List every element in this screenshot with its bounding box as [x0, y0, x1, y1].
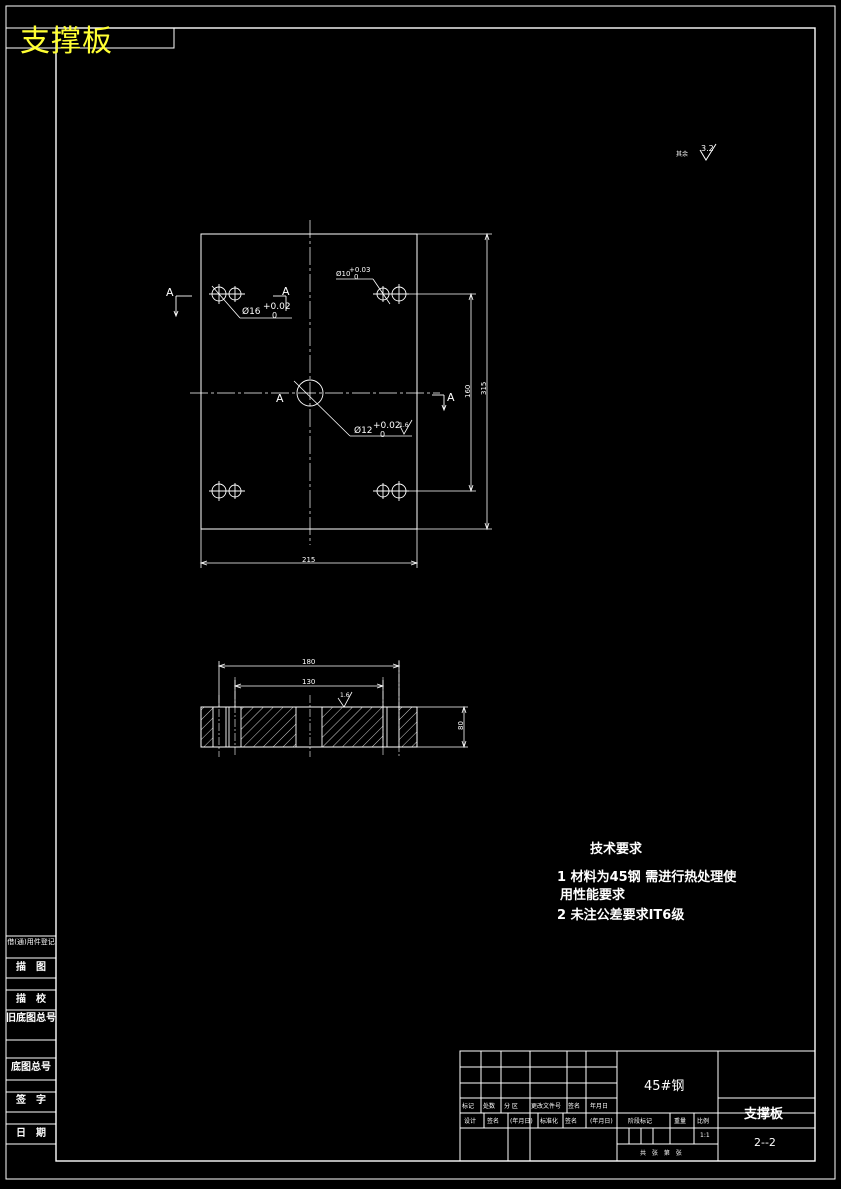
dim-d12: Ø12 [354, 425, 373, 436]
dim-line-315 [417, 232, 492, 531]
section-marker-right [432, 394, 447, 412]
section-marker-mid [273, 295, 287, 311]
hole-top-right [373, 284, 409, 304]
dim-180: 180 [302, 658, 315, 666]
material-label: 45#钢 [644, 1079, 685, 1094]
section-label-1: A [166, 286, 174, 299]
dim-d10: Ø10 [336, 270, 350, 278]
row-label-mark: 标记 [462, 1103, 475, 1110]
dim-line-130 [233, 680, 385, 707]
row-label-change: 更改文件号 [531, 1103, 562, 1110]
scale-value: 1:1 [700, 1132, 710, 1139]
outer-border [5, 5, 836, 1180]
dim-130: 130 [302, 678, 315, 686]
tech-req-title: 技术要求 [590, 842, 643, 857]
dim-d16-tol-low: 0 [272, 311, 277, 320]
row2-label-design: 设计 [464, 1118, 477, 1125]
top-title-box [5, 27, 175, 49]
row-label-sign: 签名 [568, 1103, 581, 1110]
dim-80: 80 [457, 721, 465, 730]
dim-line-160 [408, 292, 476, 493]
dim-d12-tol-low: 0 [380, 430, 385, 439]
rough-section: 1.6 [340, 692, 350, 699]
leader-d10 [336, 278, 391, 305]
roughness-symbol [699, 143, 717, 161]
roughness-symbol-section [337, 691, 353, 708]
tech-req-line2: 2 未注公差要求IT6级 [557, 908, 685, 923]
stage-label: 阶段标记 [628, 1118, 653, 1125]
row2-label-standard: 标准化 [540, 1118, 559, 1125]
plate-outline [200, 233, 418, 530]
row2-label-sign2: 签名 [565, 1118, 578, 1125]
drawing-title: 支撑板 [20, 24, 113, 59]
rough-center: 1.6 [399, 422, 409, 429]
leader-d16 [211, 285, 292, 319]
dim-line-215 [199, 529, 419, 568]
scale-label: 比例 [697, 1118, 710, 1125]
row2-label-date: (年月日) [510, 1118, 533, 1125]
side-cell-trace: 描 图 [16, 962, 46, 973]
weight-label: 重量 [674, 1118, 687, 1125]
side-strip-grid [6, 935, 56, 1145]
section-marker-left [173, 295, 192, 318]
row-label-date: 年月日 [590, 1103, 609, 1110]
title-block-grid [459, 1050, 816, 1162]
section-label-2: A [282, 285, 290, 298]
drawing-number: 2--2 [754, 1136, 776, 1149]
row-label-count: 处数 [483, 1103, 496, 1110]
hole-center [296, 379, 324, 407]
dim-d16-tol-up: +0.02 [263, 302, 291, 312]
hole-bottom-left [209, 481, 245, 501]
side-cell-borrow: 借(通)用件登记 [7, 938, 55, 946]
section-outline [200, 706, 418, 748]
dim-215: 215 [302, 556, 315, 564]
roughness-label: 其余 [676, 150, 688, 158]
section-hatching [201, 707, 417, 747]
dim-d10-tol-up: +0.03 [349, 266, 370, 274]
sheets-label: 共 张 第 张 [640, 1150, 684, 1157]
section-label-3: A [276, 392, 284, 405]
tech-req-line1: 1 材料为45钢 需进行热处理使 [557, 870, 737, 885]
inner-border [55, 27, 816, 1162]
section-label-4: A [447, 391, 455, 404]
row-label-zone: 分 区 [504, 1103, 518, 1110]
part-name: 支撑板 [744, 1107, 784, 1122]
side-cell-check: 描 校 [16, 994, 46, 1005]
dim-160: 160 [464, 385, 472, 398]
roughness-symbol-center [399, 419, 413, 435]
row2-label-date2: (年月日) [590, 1118, 613, 1125]
hole-bottom-right [373, 481, 409, 501]
side-cell-sign: 签 字 [16, 1095, 46, 1106]
tech-req-line1b: 用性能要求 [560, 888, 626, 903]
leader-d12 [293, 380, 412, 437]
dim-d12-tol-up: +0.02 [373, 421, 401, 431]
dim-d16: Ø16 [242, 306, 261, 317]
side-cell-old-base: 旧底图总号 [6, 1013, 56, 1024]
row2-label-sign: 签名 [487, 1118, 500, 1125]
hole-top-left [209, 284, 245, 304]
side-cell-date: 日 期 [16, 1128, 46, 1139]
dim-line-80 [417, 705, 468, 749]
dim-line-180 [217, 661, 401, 707]
dim-315: 315 [480, 382, 488, 395]
side-cell-base: 底图总号 [11, 1062, 51, 1073]
dim-d10-tol-low: 0 [354, 273, 358, 281]
roughness-value: 3.2 [701, 144, 714, 153]
